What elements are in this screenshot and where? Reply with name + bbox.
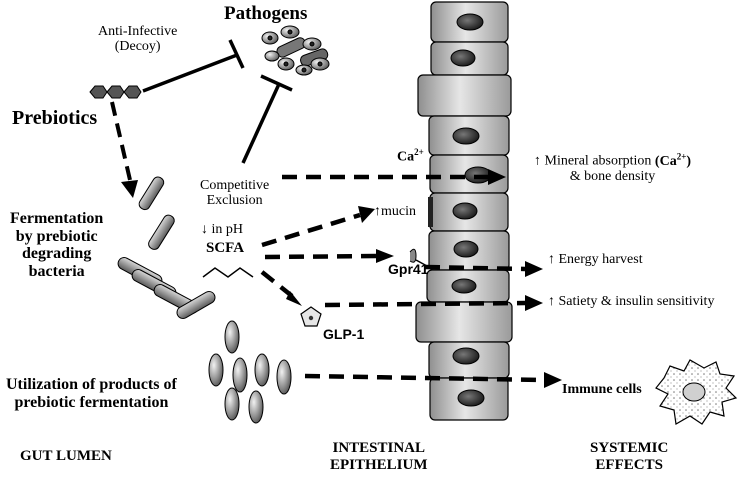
fermentation-product-ovals [208,320,292,424]
epithelial-cell [430,1,509,43]
bacteria-rods [117,176,216,319]
anti-infective-label: Anti-Infective (Decoy) [98,24,178,55]
inhibition-lines [142,39,293,164]
intestinal-epithelium-label: INTESTINAL EPITHELIUM [330,440,428,473]
calcium-label: Ca2+ [397,147,424,165]
ph-label: ↓ in pH [201,222,243,237]
epithelial-cell [417,74,512,117]
epithelial-cell [430,41,509,76]
systemic-effects-label: SYSTEMIC EFFECTS [590,440,669,473]
mineral-absorption-label: ↑ Mineral absorption (Ca2+) & bone densi… [534,151,692,185]
immune-cell-icon [655,359,738,425]
gpr41-receptor [409,248,428,267]
energy-harvest-label: ↑ Energy harvest [548,252,643,267]
pathogens-cluster [261,25,330,76]
epithelial-cell [415,301,513,343]
prebiotics-label: Prebiotics [12,107,98,129]
prebiotic-hexagons [89,85,142,99]
scfa-label: SCFA [206,240,245,256]
epithelial-cell [428,230,510,271]
glp1-pentagon [300,306,322,327]
epithelial-cell [428,341,510,379]
pathogens-label: Pathogens [224,3,308,24]
immune-cells-label: Immune cells [562,382,642,397]
gpr41-label: Gpr41 [388,261,429,277]
epithelial-cell [429,377,509,421]
epithelial-cell [426,269,510,303]
prebiotic-fermentation-arrow [110,101,138,198]
scfa-molecule [202,267,254,278]
fermentation-label: Fermentation by prebiotic degrading bact… [10,210,104,280]
dashed-arrows [260,174,545,383]
epithelial-cell [428,115,510,156]
satiety-label: ↑ Satiety & insulin sensitivity [548,294,715,309]
utilization-label: Utilization of products of prebiotic fer… [6,376,177,411]
competitive-exclusion-label: Competitive Exclusion [200,178,270,209]
glp1-label: GLP-1 [323,326,365,342]
gut-lumen-label: GUT LUMEN [20,448,112,464]
epithelial-cell [428,192,509,232]
epithelium-column [415,1,513,421]
arrow-heads [286,169,562,388]
mucin-layer [428,197,433,227]
mucin-label: ↑mucin [374,204,416,219]
